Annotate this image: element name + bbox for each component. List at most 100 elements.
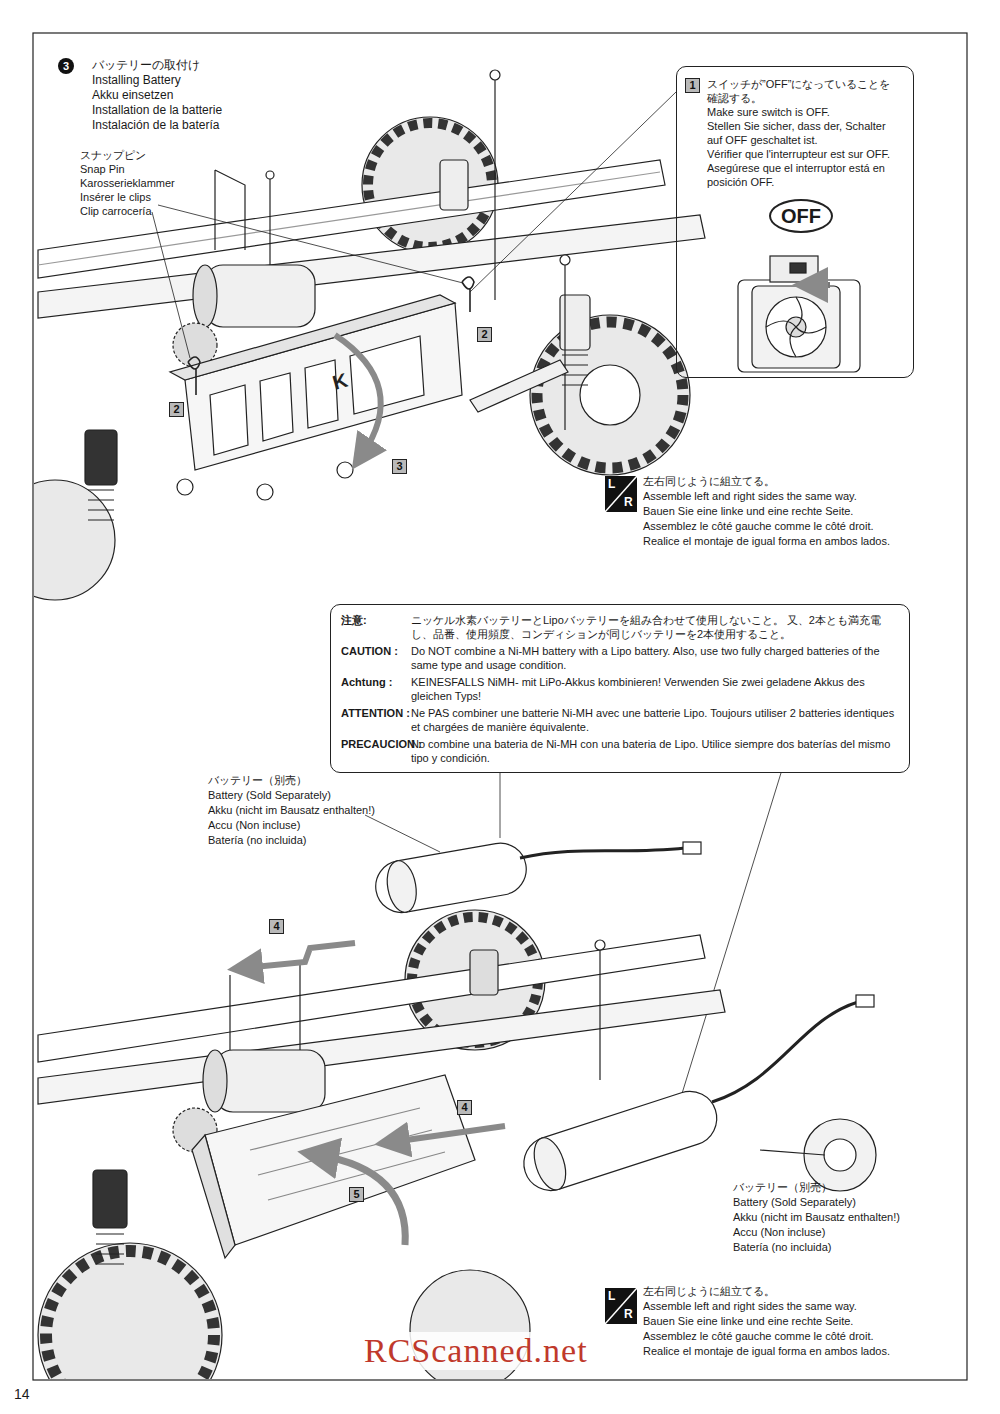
instruction-text: Vérifier que l'interrupteur est sur OFF. <box>707 147 890 161</box>
note-text: Assemble left and right sides the same w… <box>643 1299 857 1313</box>
instruction-text: スイッチが”OFF”になっていることを確認する。 <box>707 77 897 105</box>
page-number: 14 <box>14 1386 30 1402</box>
drawing-part <box>192 1135 235 1258</box>
caution-box: 注意:ニッケル水素バッテリーとLipoバッテリーを組み合わせて使用しないこと。 … <box>330 604 910 773</box>
caution-text: KEINESFALLS NiMH- mit LiPo-Akkus kombini… <box>411 675 899 703</box>
drawing-part <box>362 117 498 253</box>
drawing-part <box>494 75 495 300</box>
drawing-part <box>245 943 355 968</box>
note-text: Bauen Sie eine linke und eine rechte Sei… <box>643 504 853 518</box>
switch-illustration <box>738 256 860 372</box>
drawing-part <box>203 1050 227 1112</box>
drawing-part <box>93 1170 127 1228</box>
callout-number: 1 <box>685 78 700 93</box>
part-name: バッテリー（別売） <box>733 1180 832 1194</box>
drawing-part <box>350 336 424 414</box>
callout-number: 3 <box>392 459 407 474</box>
part-name: Batería (no incluida) <box>733 1240 831 1254</box>
caution-heading: Achtung : <box>341 675 405 703</box>
caution-text: ニッケル水素バッテリーとLipoバッテリーを組み合わせて使用しないこと。 又、2… <box>411 613 899 641</box>
drawing-part <box>177 479 193 495</box>
drawing-part <box>712 1002 858 1102</box>
drawing-part <box>193 265 217 327</box>
upper-chassis: K <box>34 70 705 600</box>
callout-number: 2 <box>169 402 184 417</box>
drawing-part <box>96 1234 124 1264</box>
leader-line <box>680 760 785 1100</box>
part-name: Accu (Non incluse) <box>733 1225 825 1239</box>
part-name: Snap Pin <box>80 162 125 176</box>
step-title-translation: Akku einsetzen <box>92 88 173 103</box>
drawing-part <box>528 1134 571 1194</box>
drawing-part <box>85 430 117 485</box>
drawing-part <box>205 1075 475 1245</box>
part-name: Clip carrocería <box>80 204 152 218</box>
drawing-part <box>530 315 690 475</box>
leader-line <box>152 212 190 358</box>
watermark: RCScanned.net <box>360 1332 592 1370</box>
drawing-part <box>564 260 565 430</box>
lr-letter: R <box>624 1308 633 1321</box>
drawing-part <box>38 215 705 318</box>
part-name: Karosserieklammer <box>80 176 175 190</box>
drawing-part <box>560 255 570 265</box>
drawing-part <box>372 839 531 917</box>
part-name: バッテリー（別売） <box>208 773 307 787</box>
drawing-part <box>215 170 245 250</box>
drawing-part <box>605 1288 637 1324</box>
drawing-part <box>337 462 353 478</box>
drawing-part <box>605 476 637 512</box>
drawing-part <box>520 848 685 858</box>
instruction-text: Asegúrese que el interruptor está en pos… <box>707 161 897 189</box>
instruction-text: Make sure switch is OFF. <box>707 105 830 119</box>
drawing-part <box>470 360 568 412</box>
drawing-part <box>605 476 637 512</box>
step-title-translation: Installation de la batterie <box>92 103 222 118</box>
drawing-part <box>490 70 500 80</box>
logo-mark: K <box>330 369 350 394</box>
drawing-part <box>38 1243 222 1379</box>
drawing-part <box>269 175 270 265</box>
callout-number: 2 <box>477 327 492 342</box>
note-text: Assemblez le côté gauche comme le côté d… <box>643 1329 874 1343</box>
drawing-part <box>88 490 114 520</box>
drawing-part <box>770 256 818 282</box>
drawing-part <box>383 858 420 914</box>
drawing-part <box>38 172 660 265</box>
note-text: 左右同じように組立てる。 <box>643 474 775 488</box>
drawing-part <box>229 975 230 1050</box>
leader-line <box>470 92 676 292</box>
part-name: Battery (Sold Separately) <box>208 788 331 802</box>
drawing-part <box>760 1150 825 1155</box>
caution-heading: PRECAUCION : <box>341 737 405 765</box>
callout-number: 4 <box>457 1100 472 1115</box>
drawing-part <box>250 1108 445 1200</box>
caution-text: Do NOT combine a Ni-MH battery with a Li… <box>411 644 899 672</box>
drawing-part <box>215 1050 325 1112</box>
drawing-part <box>440 160 468 210</box>
part-name: Akku (nicht im Bausatz enthalten!) <box>208 803 375 817</box>
drawing-part <box>599 945 600 1080</box>
note-callout-box: 1 スイッチが”OFF”になっていることを確認する。Make sure switc… <box>676 66 914 378</box>
part-name: Batería (no incluida) <box>208 833 306 847</box>
drawing-part <box>372 839 531 917</box>
note-text: 左右同じように組立てる。 <box>643 1284 775 1298</box>
part-name: Battery (Sold Separately) <box>733 1195 856 1209</box>
lower-chassis <box>38 839 876 1379</box>
drawing-part <box>766 297 826 357</box>
drawing-part <box>595 940 605 950</box>
drawing-part <box>537 322 683 468</box>
caution-heading: ATTENTION : <box>341 706 405 734</box>
part-name: スナップピン <box>80 148 146 162</box>
caution-text: Ne PAS combiner une batterie Ni-MH avec … <box>411 706 899 734</box>
drawing-part <box>260 373 293 441</box>
drawing-part <box>266 171 274 179</box>
drawing-part <box>517 1084 724 1197</box>
part-name: Accu (Non incluse) <box>208 818 300 832</box>
drawing-part <box>738 280 860 372</box>
drawing-part <box>368 123 492 247</box>
part-name: Akku (nicht im Bausatz enthalten!) <box>733 1210 900 1224</box>
drawing-part <box>318 1155 405 1245</box>
drawing-part <box>305 360 338 428</box>
